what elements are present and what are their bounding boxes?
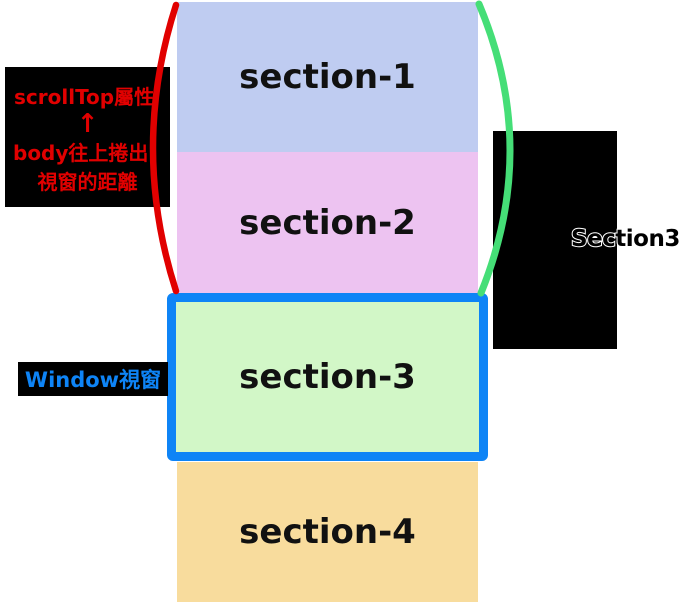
up-arrow-icon: ↑ [76, 108, 99, 139]
section-1-box: section-1 [177, 2, 478, 152]
scrolltop-annotation-box: scrollTop屬性 ↑ body往上捲出 視窗的距離 [5, 67, 170, 207]
section3-annotation-box [493, 131, 617, 349]
scrolltop-description-line2: 視窗的距離 [37, 169, 138, 194]
window-label: Window視窗 [24, 368, 162, 392]
window-annotation-box: Window視窗 [18, 362, 168, 396]
section-2-label: section-2 [239, 202, 416, 243]
window-viewport-box: section-3 [167, 293, 488, 461]
section-1-label: section-1 [239, 57, 416, 97]
section-4-label: section-4 [239, 512, 416, 552]
section-3-label: section-3 [239, 357, 416, 397]
section-4-box: section-4 [177, 462, 478, 602]
scrolltop-property-label: scrollTop屬性 [14, 85, 155, 109]
section3-annotation-label: Section3 [570, 225, 681, 253]
scrolltop-description-line1: body往上捲出 [13, 141, 149, 166]
section-2-box: section-2 [177, 152, 478, 293]
